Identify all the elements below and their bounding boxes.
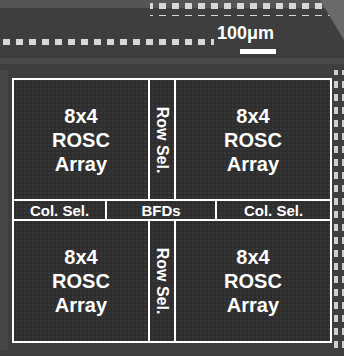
- column-band-region: BFDs: [105, 199, 217, 221]
- column-band-region: Col. Sel.: [12, 199, 107, 221]
- rosc-array-region: 8x4 ROSC Array: [174, 78, 332, 201]
- region-label: 8x4 ROSC Array: [45, 245, 117, 317]
- block-label: Row Sel.: [154, 248, 170, 315]
- row-select-region: Row Sel.: [148, 219, 176, 343]
- row-select-region: Row Sel.: [148, 78, 176, 201]
- block-label: BFDs: [141, 203, 180, 218]
- rosc-array-region: 8x4 ROSC Array: [174, 219, 332, 343]
- region-label: 8x4 ROSC Array: [217, 104, 289, 176]
- rosc-array-region: 8x4 ROSC Array: [12, 78, 150, 201]
- scale-bar: [240, 49, 276, 54]
- rosc-array-region: 8x4 ROSC Array: [12, 219, 150, 343]
- scale-label: 100μm: [217, 23, 274, 44]
- block-label: Col. Sel.: [244, 203, 303, 218]
- block-label: Row Sel.: [154, 106, 170, 173]
- block-label: Col. Sel.: [30, 203, 89, 218]
- column-band-region: Col. Sel.: [215, 199, 332, 221]
- region-label: 8x4 ROSC Array: [217, 245, 289, 317]
- region-label: 8x4 ROSC Array: [45, 104, 117, 176]
